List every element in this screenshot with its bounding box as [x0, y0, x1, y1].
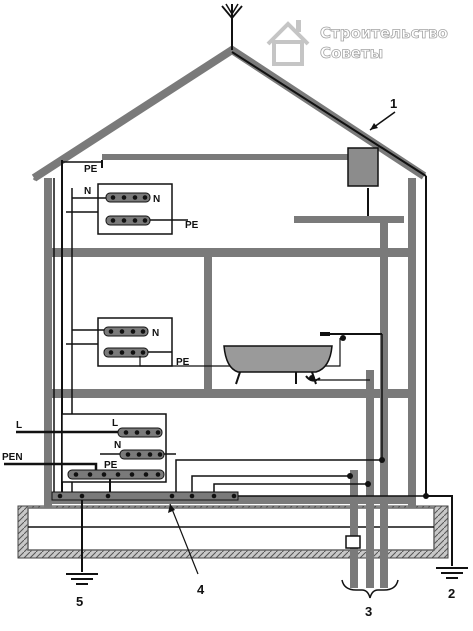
watermark-line1: Строительство	[320, 24, 448, 42]
watermark-line2: Советы	[320, 44, 383, 62]
n-label-upper: N	[153, 194, 160, 205]
callout-1: 1	[390, 96, 397, 111]
pen-input-label: PEN	[2, 452, 23, 463]
l-input-label: L	[16, 420, 22, 431]
pointer-4	[168, 503, 199, 575]
callout-2: 2	[448, 586, 455, 601]
ground-symbol-icon	[66, 567, 468, 585]
n-label-riser: N	[84, 186, 91, 197]
l-label-panel: L	[112, 418, 118, 429]
antenna-icon	[221, 3, 427, 497]
pe-label-panel: PE	[104, 460, 118, 471]
callout-5: 5	[76, 594, 83, 609]
watermark: Строительство Советы	[266, 20, 448, 66]
brace-3	[341, 579, 399, 599]
ground-bus	[51, 334, 453, 572]
water-pipes	[350, 220, 388, 588]
pe-label-middle: PE	[176, 357, 190, 368]
house-logo-icon	[266, 20, 310, 66]
callout-3: 3	[365, 604, 372, 619]
pe-label-upper: PE	[185, 220, 199, 231]
bathtub-icon	[223, 332, 382, 385]
pe-label-attic: PE	[84, 164, 98, 175]
water-heater-icon	[294, 111, 404, 223]
main-panel: L N PE L PEN	[2, 413, 176, 483]
distribution-box-upper: N PE N	[53, 178, 199, 500]
callout-4: 4	[197, 582, 205, 597]
n-label-middle: N	[152, 328, 159, 339]
n-label-panel: N	[114, 440, 121, 451]
distribution-box-middle: N PE	[66, 317, 341, 368]
